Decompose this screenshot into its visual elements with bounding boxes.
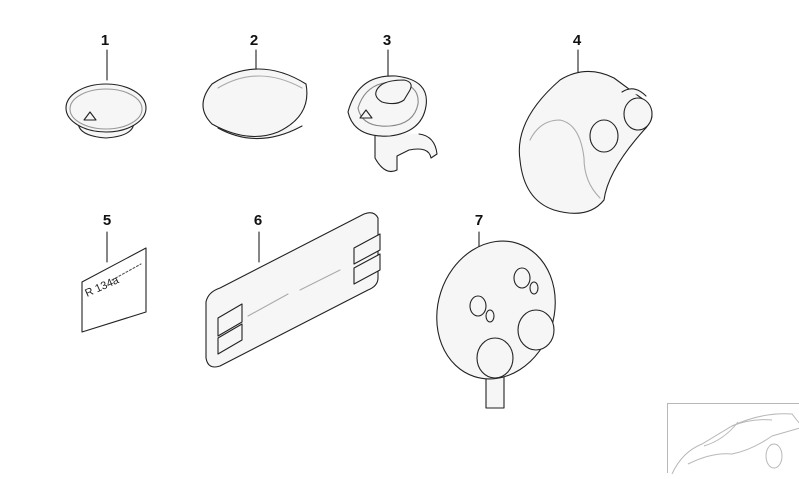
- part-3-grommet: [347, 75, 438, 173]
- part-label-7: 7: [474, 212, 484, 229]
- part-label-2: 2: [249, 32, 259, 49]
- part-6-strip: [205, 212, 381, 368]
- part-2-plug: [202, 68, 308, 140]
- part-7-flange: [436, 240, 556, 409]
- part-label-6: 6: [253, 212, 263, 229]
- part-label-1: 1: [100, 32, 110, 49]
- part-1-plug: [65, 83, 147, 139]
- part-label-5: 5: [102, 212, 112, 229]
- part-label-4: 4: [572, 32, 582, 49]
- part-4-cover: [518, 70, 653, 214]
- part-label-3: 3: [382, 32, 392, 49]
- part-5-label: [81, 247, 147, 333]
- vehicle-thumbnail[interactable]: [667, 403, 799, 475]
- car-outline-icon: [671, 413, 799, 475]
